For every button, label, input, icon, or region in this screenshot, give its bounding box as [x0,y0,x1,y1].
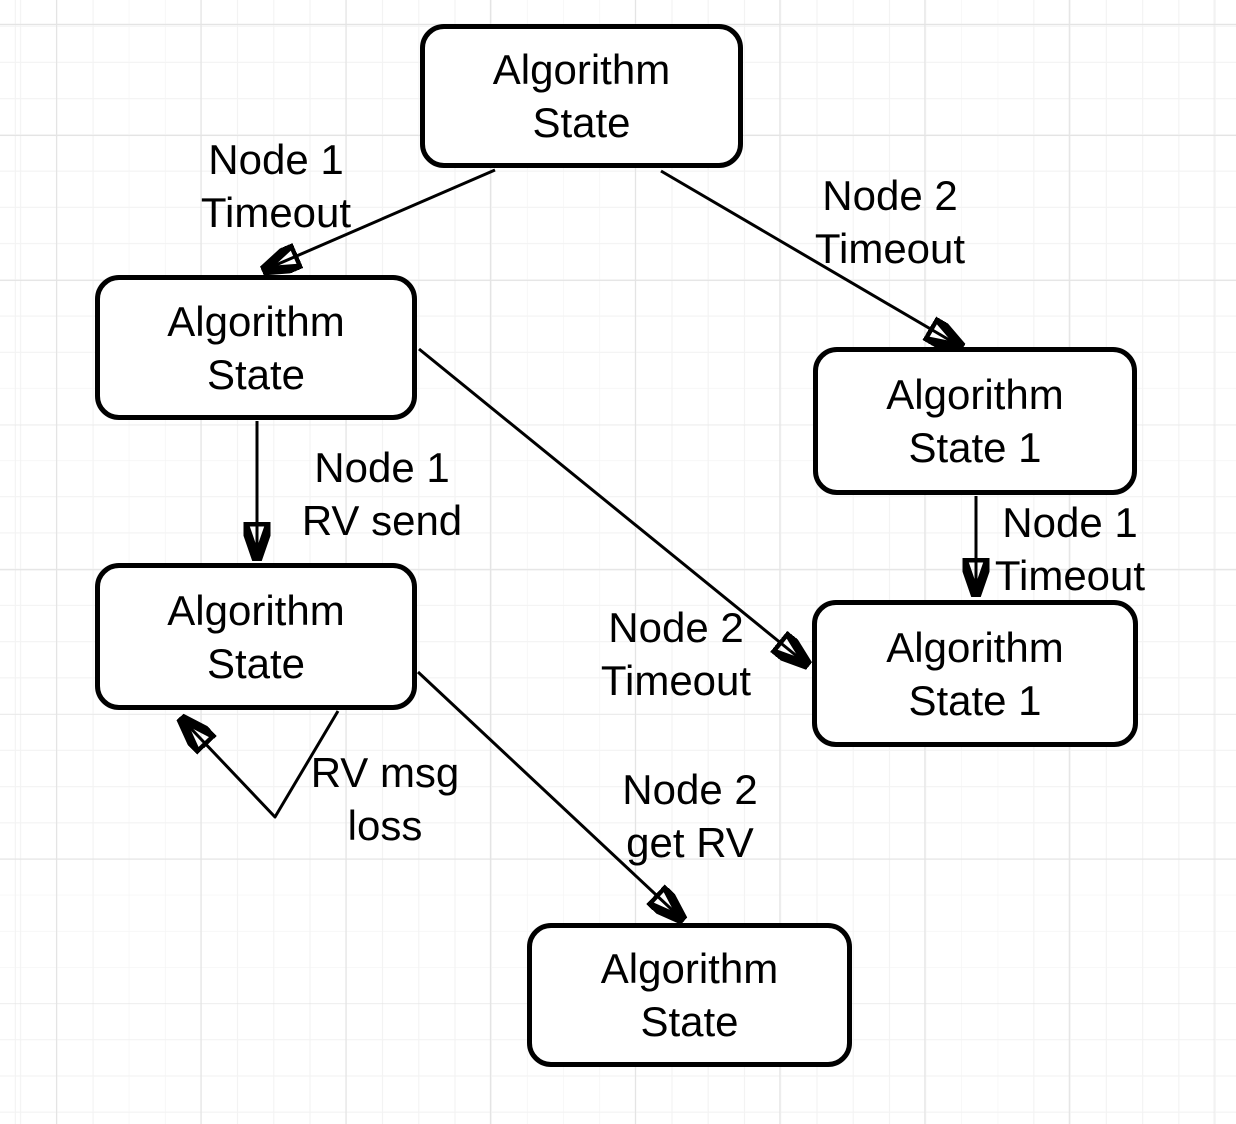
edge-label-line: loss [347,802,423,849]
edge-label-line: Node 1 [314,444,450,491]
node-label: Algorithm State 1 [886,621,1063,727]
node-algorithm-state1-right-lower[interactable]: Algorithm State 1 [812,600,1138,747]
node-label-line: State [206,639,306,687]
edge-label-rv-msg-loss[interactable]: RV msg loss [311,746,460,852]
node-algorithm-state-left[interactable]: Algorithm State [95,275,417,420]
edge-label-node2-get-rv[interactable]: Node 2 get RV [622,763,757,869]
edge-label-node1-timeout-top-left[interactable]: Node 1 Timeout [201,133,351,239]
node-algorithm-state-left-lower[interactable]: Algorithm State [95,563,417,710]
node-label-line: Algorithm [492,46,671,93]
edge-label-line: Timeout [600,657,752,704]
edge-label-line: Node 1 [1002,499,1138,546]
edge-label-line: Node 2 [608,604,744,651]
node-label: Algorithm State [601,942,778,1048]
node-label-line: Algorithm [886,623,1064,671]
node-label-line: State 1 [908,424,1042,471]
node-label-line: Algorithm [886,371,1064,418]
edge-left-to-right-lower[interactable] [418,347,809,666]
edge-label-line: RV send [301,497,463,544]
edge-left-lower-to-bottom[interactable] [416,670,684,921]
edge-label-line: Timeout [200,189,352,236]
edge-label-line: Node 2 [622,766,758,813]
edge-label-line: Timeout [814,225,966,272]
node-algorithm-state-top[interactable]: Algorithm State [420,24,743,168]
node-label: Algorithm State [167,295,344,401]
edge-top-to-left[interactable] [262,168,496,271]
edge-label-node2-timeout-top-right[interactable]: Node 2 Timeout [815,169,965,275]
edge-label-line: RV msg [310,749,460,796]
node-label-line: Algorithm [600,945,779,992]
node-label-line: Algorithm [167,586,345,634]
edge-label-node2-timeout-middle[interactable]: Node 2 Timeout [601,601,751,707]
edge-label-node1-timeout-right[interactable]: Node 1 Timeout [995,496,1145,602]
edge-left-lower-self-loop[interactable] [180,710,340,819]
edge-label-line: Timeout [994,552,1146,599]
edge-label-node1-rv-send[interactable]: Node 1 RV send [302,441,462,547]
node-label-line: State [640,998,739,1045]
node-label-line: State [532,99,631,146]
node-label: Algorithm State [493,43,670,149]
node-algorithm-state-bottom[interactable]: Algorithm State [527,923,852,1067]
node-label-line: State 1 [908,676,1042,724]
node-label: Algorithm State 1 [886,368,1063,474]
node-label: Algorithm State [167,584,344,690]
edge-top-to-right-top[interactable] [660,169,963,348]
node-label-line: State [206,350,306,398]
node-label-line: Algorithm [167,297,345,345]
node-algorithm-state1-right-top[interactable]: Algorithm State 1 [813,347,1137,495]
edge-label-line: get RV [626,819,754,866]
edge-label-line: Node 1 [208,136,344,183]
edge-label-line: Node 2 [822,172,958,219]
